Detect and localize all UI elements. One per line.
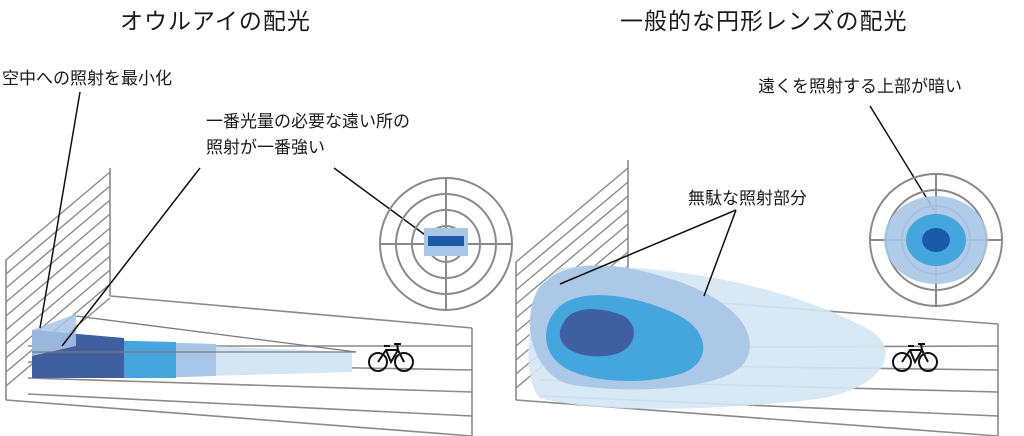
- bicycle-icon: [892, 343, 938, 372]
- right-title: 一般的な円形レンズの配光: [620, 9, 908, 35]
- left-scene: [5, 91, 513, 436]
- label-far-line1: 一番光量の必要な遠い所の: [206, 112, 410, 132]
- right-callout-lines: [559, 105, 935, 297]
- left-beam: [32, 314, 357, 378]
- target-icon: [379, 177, 513, 311]
- right-beam: [528, 265, 886, 409]
- right-scene: [515, 105, 1003, 436]
- left-wall-frame: [5, 168, 111, 400]
- label-air-minimized: 空中への照射を最小化: [2, 69, 172, 89]
- label-top-dark: 遠くを照射する上部が暗い: [758, 77, 962, 97]
- bicycle-icon: [368, 343, 414, 372]
- left-title: オウルアイの配光: [120, 9, 311, 35]
- target-icon: [869, 173, 1003, 307]
- label-far-line2: 照射が一番強い: [206, 138, 325, 158]
- label-wasted: 無駄な照射部分: [688, 189, 807, 209]
